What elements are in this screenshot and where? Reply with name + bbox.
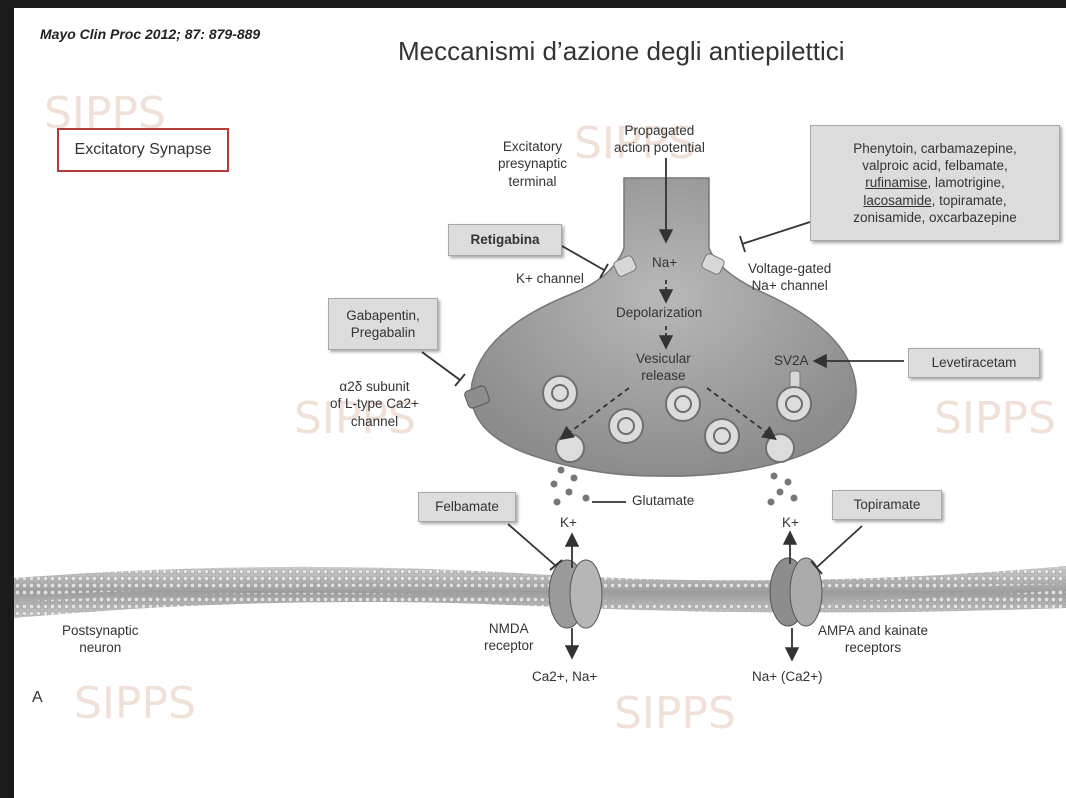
watermark-sipps: SIPPS <box>934 393 1056 444</box>
felbamate-box: Felbamate <box>418 492 516 522</box>
k-ion-left-label: K+ <box>560 514 577 531</box>
levetiracetam-box: Levetiracetam <box>908 348 1040 378</box>
retigabina-box: Retigabina <box>448 224 562 256</box>
sv2a-label: SV2A <box>774 352 809 369</box>
glutamate-label: Glutamate <box>632 492 694 509</box>
page-title: Meccanismi d’azione degli antiepilettici <box>398 36 845 67</box>
sodium-ion-label: Na+ <box>652 254 677 271</box>
watermark-sipps: SIPPS <box>74 678 196 729</box>
citation: Mayo Clin Proc 2012; 87: 879-889 <box>40 26 260 42</box>
sodium-channel-blockers-box: Phenytoin, carbamazepine, valproic acid,… <box>810 125 1060 241</box>
panel-label: A <box>32 688 43 708</box>
ampa-receptor-shape <box>770 558 822 626</box>
rufinamide-text: rufinamise <box>865 175 927 190</box>
ca-na-influx-label: Ca2+, Na+ <box>532 668 597 685</box>
topiramate-box: Topiramate <box>832 490 942 520</box>
lacosamide-text: lacosamide <box>863 193 931 208</box>
nmda-receptor-shape <box>549 560 602 628</box>
synapse-type-label: Excitatory Synapse <box>57 128 229 172</box>
gabapentin-pregabalin-box: Gabapentin,Pregabalin <box>328 298 438 350</box>
presynaptic-terminal <box>464 178 857 476</box>
na-ca-influx-label: Na+ (Ca2+) <box>752 668 823 685</box>
k-channel-label: K+ channel <box>516 270 584 287</box>
watermark-sipps: SIPPS <box>614 688 736 739</box>
slide: SIPPS SIPPS SIPPS SIPPS SIPPS SIPPS <box>14 8 1066 798</box>
depolarization-label: Depolarization <box>616 304 702 321</box>
postsynaptic-membrane <box>14 566 1066 618</box>
k-ion-right-label: K+ <box>782 514 799 531</box>
